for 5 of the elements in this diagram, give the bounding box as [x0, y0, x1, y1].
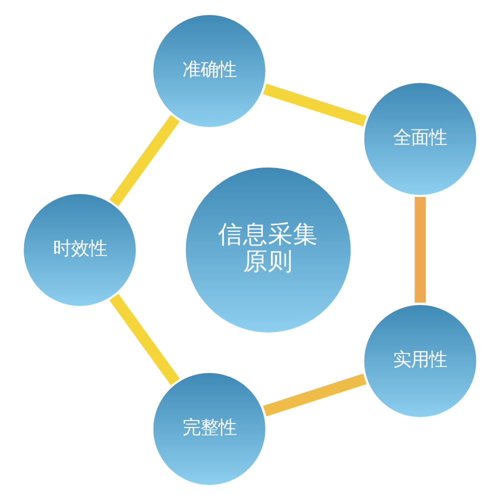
connector: [414, 196, 426, 303]
connector: [109, 114, 180, 206]
connector: [263, 374, 367, 416]
connector: [109, 294, 180, 386]
connector: [263, 84, 367, 126]
